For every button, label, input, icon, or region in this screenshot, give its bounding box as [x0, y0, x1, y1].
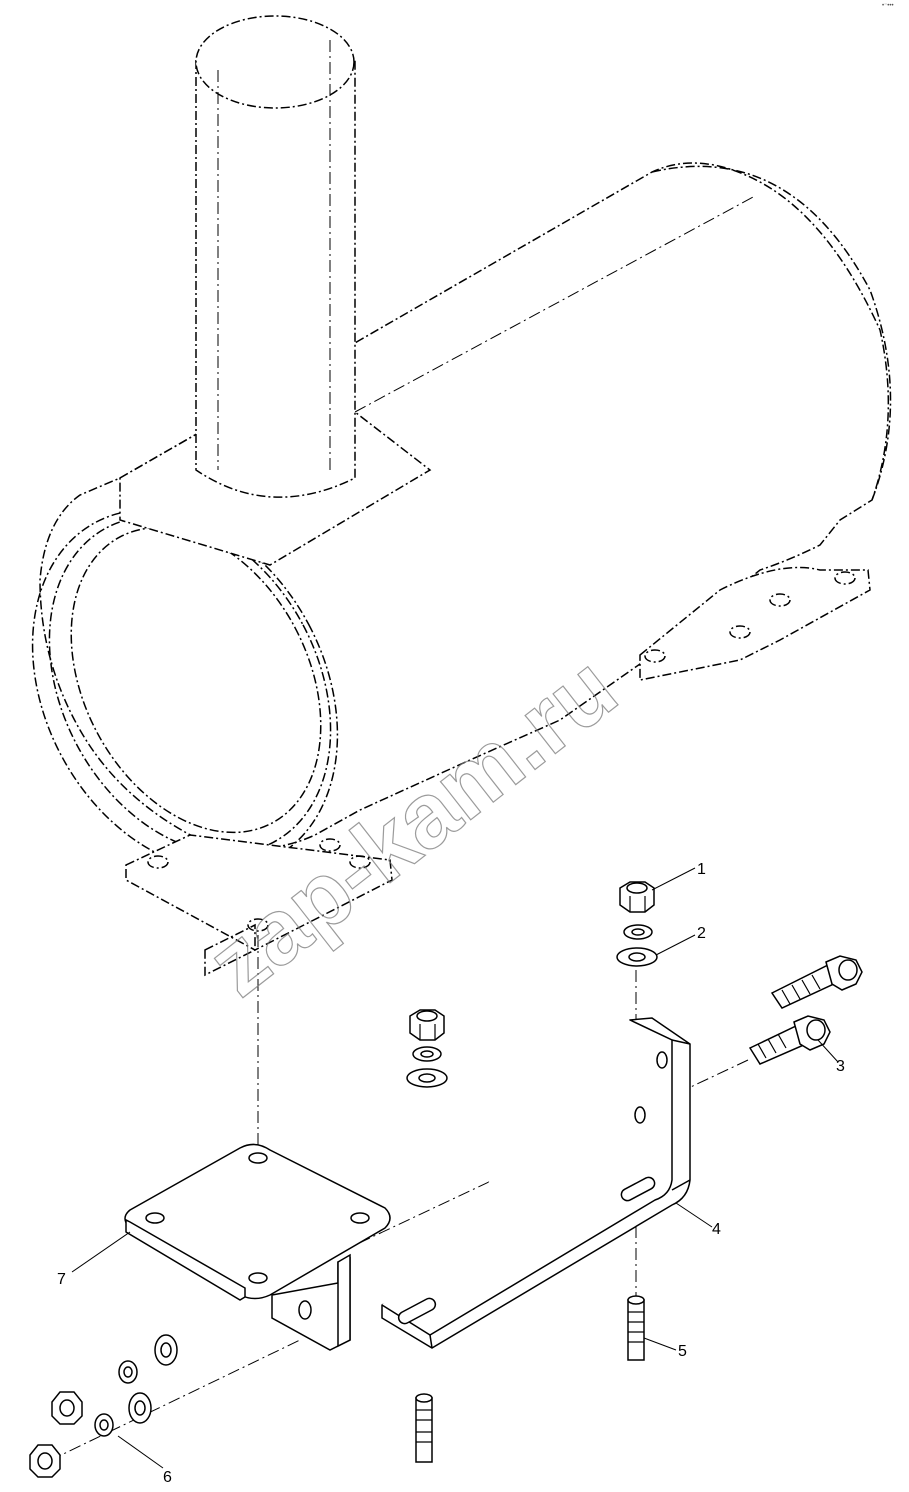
hex-nut-icon [409, 1009, 445, 1041]
callout-1: 1 [697, 861, 706, 878]
hex-bolt-icon [748, 1015, 831, 1065]
callout-4: 4 [712, 1221, 721, 1238]
stud-icon [415, 1393, 433, 1463]
hex-nut-icon [619, 881, 655, 913]
corner-mark: •⁻••• [882, 3, 894, 9]
stud-icon [627, 1295, 645, 1361]
l-bracket-icon [381, 1017, 691, 1349]
callout-6: 6 [163, 1469, 172, 1486]
callout-labels: 1 2 3 4 5 6 7 [57, 861, 845, 1486]
mounting-plate-icon [124, 1143, 391, 1351]
callout-5: 5 [678, 1343, 687, 1360]
hex-nut-icon [29, 1391, 83, 1478]
callout-7: 7 [57, 1271, 66, 1288]
callout-3: 3 [836, 1058, 845, 1075]
washer-icon [616, 924, 658, 967]
leader-lines [71, 867, 839, 1469]
washer-icon [406, 1046, 448, 1088]
muffler-phantom-icon [31, 15, 892, 977]
callout-2: 2 [697, 925, 706, 942]
hex-bolt-icon [770, 955, 863, 1009]
washer-icon [94, 1334, 178, 1437]
